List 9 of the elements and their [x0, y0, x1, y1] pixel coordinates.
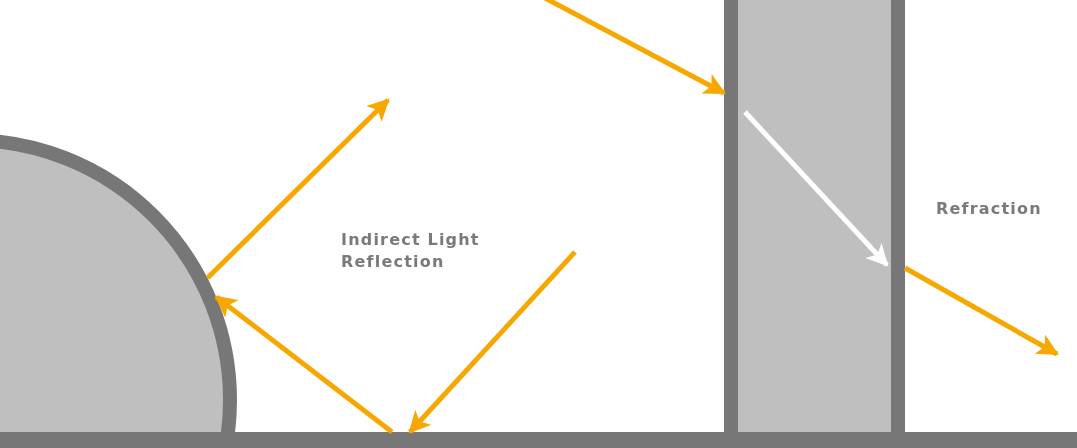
light-ray-arrow	[543, 0, 726, 96]
annotation-text: Refraction	[936, 198, 1043, 220]
annotation-text: Indirect Light Reflection	[341, 229, 481, 273]
light-ray-arrow	[408, 250, 577, 434]
light-ray-arrow	[214, 294, 394, 434]
light-ray-arrow	[903, 265, 1059, 357]
glass-pane	[724, 0, 905, 432]
floor-surface	[0, 432, 1077, 448]
light-ray-arrow	[205, 98, 390, 280]
